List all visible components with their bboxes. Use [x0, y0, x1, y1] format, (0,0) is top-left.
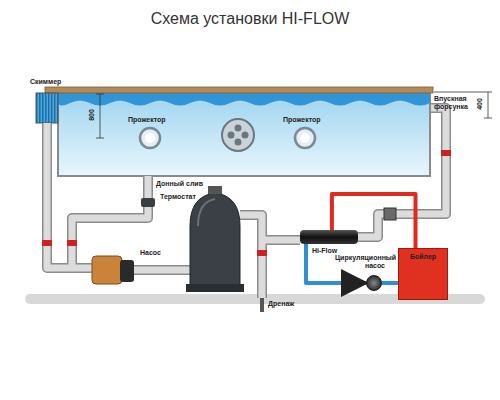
valve-handle [441, 150, 451, 156]
fitting-hole [242, 132, 249, 139]
filter-valve [208, 186, 222, 194]
fitting-hole [228, 132, 235, 139]
dimension-tick [96, 94, 104, 95]
dimension-value: 400 [476, 98, 484, 110]
node-label: Бойлер [399, 253, 447, 261]
part-label: Донный слив [156, 180, 203, 188]
spotlight-lens [300, 133, 310, 143]
pool [36, 87, 492, 176]
dimension-tick [96, 138, 104, 139]
pipe-outline [47, 108, 446, 298]
pipe-connector [382, 281, 398, 285]
pipe-connector [306, 244, 366, 283]
thermostat [141, 198, 155, 207]
boiler: Бойлер [398, 248, 448, 300]
node-label: Hi-Flow [312, 247, 337, 255]
dimension-lines [96, 92, 492, 138]
dimension-value: 800 [88, 109, 96, 121]
fitting-rim [222, 119, 254, 151]
spotlight-left [140, 128, 160, 148]
node-label: Циркуляционный насос [335, 254, 385, 270]
water-wave [58, 93, 430, 106]
pool-water [58, 93, 430, 176]
pipework [47, 108, 446, 298]
part-label: Впускная форсунка [434, 95, 474, 111]
dimension-line [488, 92, 489, 118]
thermostat-body [141, 198, 155, 207]
pump [92, 256, 134, 284]
dimension-extension [434, 92, 484, 93]
dimension-line [100, 94, 101, 138]
circulation-pump: Циркуляционный насос [366, 275, 382, 291]
spotlight-lens [145, 133, 155, 143]
filter-tank [190, 193, 240, 286]
valve-handle [42, 240, 52, 246]
part-label: Насос [140, 249, 161, 257]
sand-filter [186, 186, 244, 292]
pipe [47, 108, 446, 298]
part-label: Скиммер [30, 78, 61, 86]
drain-pipe [262, 298, 263, 312]
part-label: Термостат [160, 193, 196, 201]
drain-outlet [260, 298, 264, 312]
center-fitting [222, 119, 254, 151]
fitting-hole [235, 125, 242, 132]
check-valve [384, 208, 396, 220]
title: Схема установки HI-FLOW [0, 10, 500, 28]
heat-exchanger: Hi-Flow [300, 230, 358, 244]
part-label: Прожектор [283, 116, 321, 124]
spotlight-right [295, 128, 315, 148]
valve-handle [67, 240, 77, 246]
pool-deck [45, 87, 433, 93]
skimmer-box [36, 93, 58, 123]
part-label: Дренаж [268, 300, 294, 308]
filter-highlight [198, 199, 215, 226]
part-label: Прожектор [128, 116, 166, 124]
fitting-hole [235, 139, 242, 146]
pump-housing [92, 256, 122, 284]
filter-base [186, 284, 244, 292]
valves [42, 150, 451, 256]
dimension-tick [484, 118, 492, 119]
valve-handle [257, 250, 267, 256]
pump-motor [120, 260, 134, 282]
dimension-tick [484, 92, 492, 93]
